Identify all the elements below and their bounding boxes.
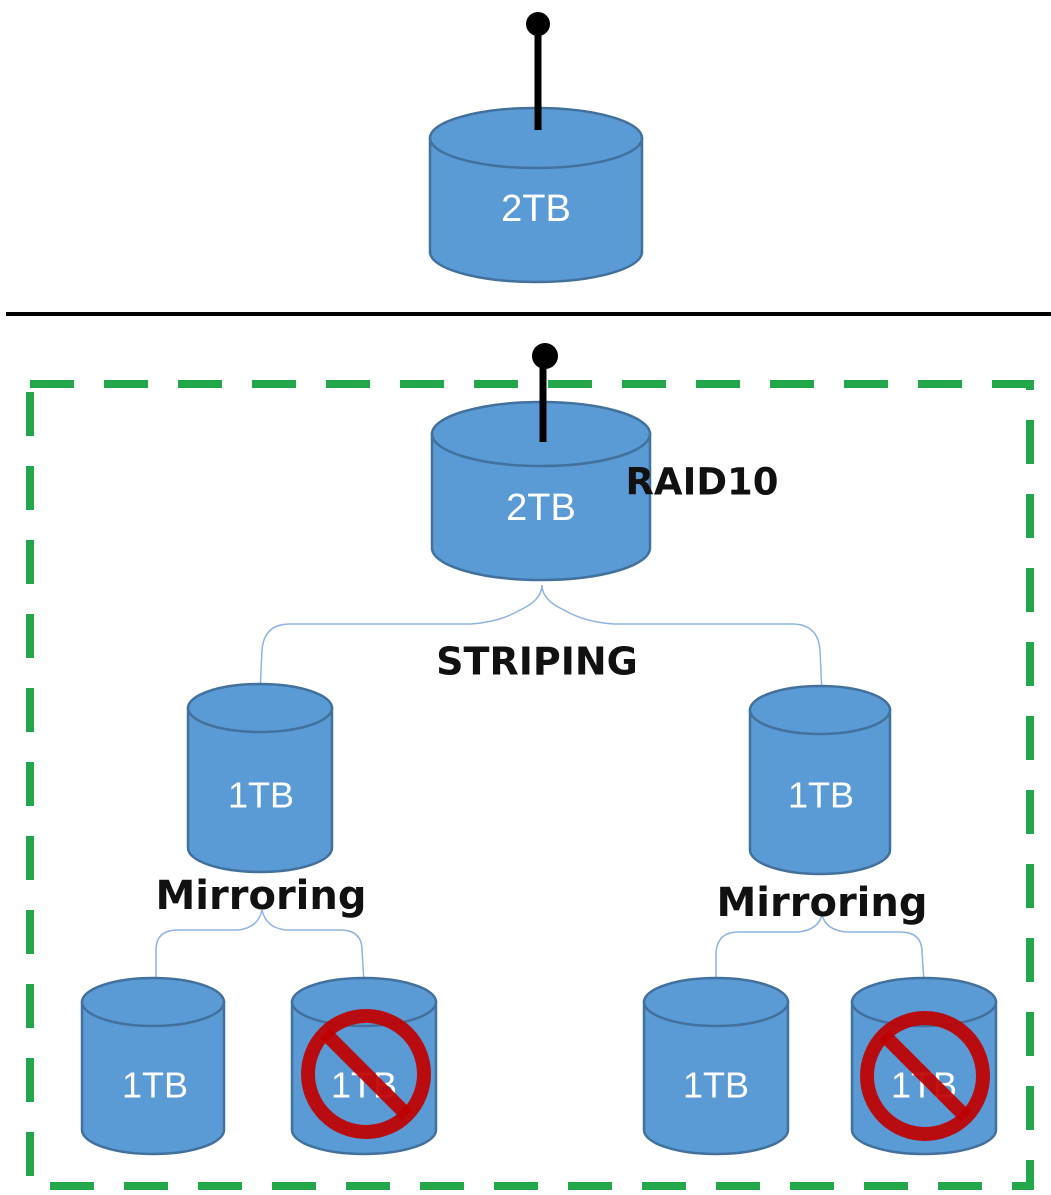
- mirror-label-1: Mirroring: [156, 873, 367, 919]
- member-disk-1a-label: 1TB: [122, 1065, 188, 1106]
- raid-level-label: RAID10: [625, 461, 778, 504]
- no-entry-icon: [860, 1011, 990, 1141]
- mirror-volume-1: 1TB: [186, 682, 334, 874]
- mirror-connectors-1: [155, 909, 365, 983]
- member-disk-1a: 1TB: [80, 976, 226, 1156]
- mirror-volume-1-label: 1TB: [228, 775, 294, 816]
- member-disk-2a-label: 1TB: [683, 1065, 749, 1106]
- raid-root-disk: 2TB: [430, 400, 652, 582]
- striping-connectors: [259, 584, 823, 696]
- antenna-icon: [532, 343, 558, 442]
- mirror-volume-2-label: 1TB: [788, 775, 854, 816]
- single-disk-label: 2TB: [501, 188, 571, 230]
- single-disk: 2TB: [428, 106, 644, 284]
- mirror-volume-2: 1TB: [748, 684, 892, 876]
- raid-root-disk-label: 2TB: [506, 487, 576, 529]
- no-entry-icon: [301, 1009, 431, 1139]
- mirror-label-2: Mirroring: [717, 880, 928, 926]
- mirror-connectors-2: [715, 914, 925, 983]
- raid-array-border: [26, 380, 1034, 1190]
- antenna-icon: [526, 12, 550, 130]
- striping-label: STRIPING: [436, 640, 638, 684]
- member-disk-2a: 1TB: [642, 976, 790, 1156]
